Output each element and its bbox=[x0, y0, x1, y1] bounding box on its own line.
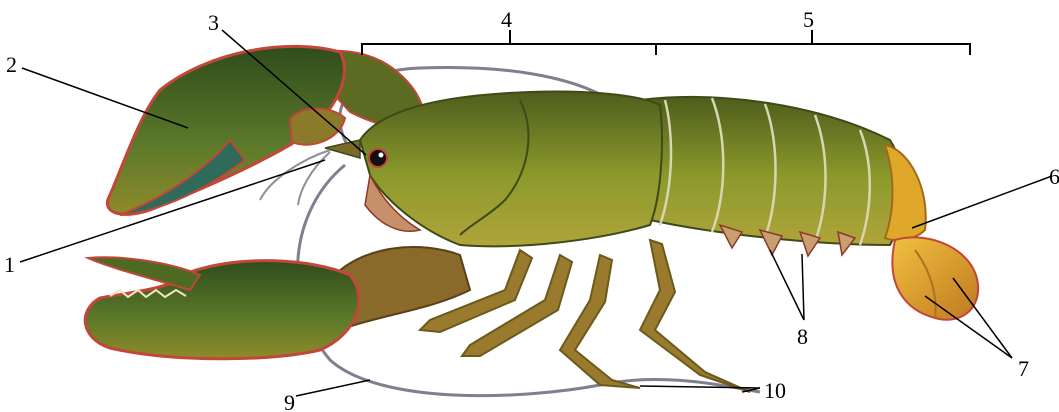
rostrum bbox=[325, 140, 360, 158]
label-10: 10 bbox=[764, 378, 786, 403]
leader-10a bbox=[640, 386, 760, 388]
label-6: 6 bbox=[1049, 164, 1059, 189]
eye bbox=[369, 149, 387, 167]
bracket-4 bbox=[362, 44, 656, 55]
leader-8a bbox=[770, 250, 804, 320]
label-2: 2 bbox=[6, 52, 17, 77]
label-3: 3 bbox=[208, 10, 219, 35]
bracket-5 bbox=[656, 44, 970, 55]
label-7: 7 bbox=[1018, 356, 1029, 381]
walking-legs bbox=[420, 240, 750, 392]
label-9: 9 bbox=[284, 390, 295, 412]
region-brackets bbox=[362, 30, 970, 55]
abdomen bbox=[640, 97, 903, 256]
abdomen-shell bbox=[640, 97, 903, 245]
lower-claw-upper-finger bbox=[88, 257, 200, 290]
leader-8b bbox=[802, 254, 804, 320]
label-5: 5 bbox=[803, 7, 814, 32]
label-8: 8 bbox=[797, 324, 808, 349]
label-4: 4 bbox=[501, 7, 512, 32]
leader-6 bbox=[912, 176, 1052, 228]
lower-claw-body bbox=[85, 261, 359, 359]
upper-claw-joint bbox=[290, 108, 345, 144]
lower-claw bbox=[85, 247, 470, 359]
leader-9 bbox=[296, 380, 370, 396]
leader-7b bbox=[953, 278, 1012, 358]
label-1: 1 bbox=[4, 252, 15, 277]
